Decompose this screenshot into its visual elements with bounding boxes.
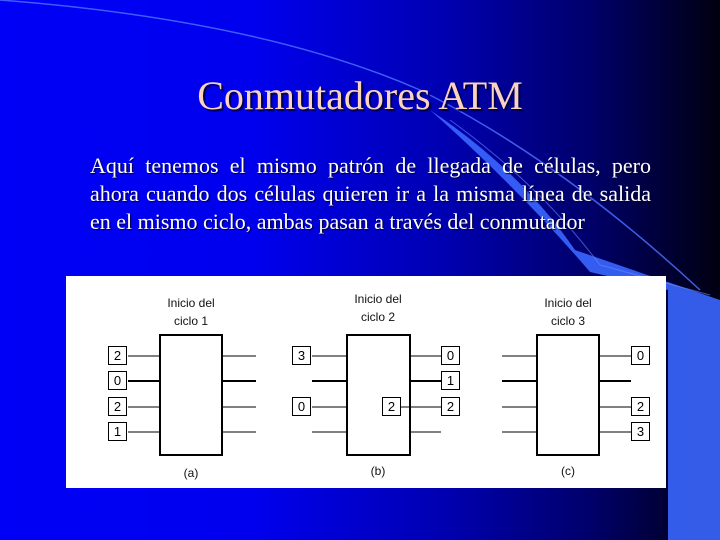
input-cell-b-1: 3	[292, 346, 311, 365]
output-cell-b-3: 2	[441, 397, 460, 416]
input-cell-a-2: 0	[108, 371, 127, 390]
switch-diagram-lines	[128, 334, 631, 456]
slide-body-text: Aquí tenemos el mismo patrón de llegada …	[90, 153, 651, 234]
caption-a: (a)	[183, 466, 199, 480]
arc-streak	[0, 0, 701, 291]
switch-b-graphic	[312, 334, 441, 456]
switch-diagram-figure: Inicio del ciclo 1 2 0 2 1 (a) Inicio de…	[66, 276, 666, 488]
swoosh-inner	[449, 119, 711, 296]
switch-c-graphic	[502, 334, 631, 456]
caption-c: (c)	[561, 464, 575, 478]
heading-b-line2: ciclo 2	[360, 310, 395, 324]
switch-a-graphic	[128, 334, 256, 456]
input-cell-b-3: 0	[292, 397, 311, 416]
output-cell-b-2: 1	[441, 371, 460, 390]
slide-title: Conmutadores ATM	[197, 73, 523, 118]
output-cell-b-1: 0	[441, 346, 460, 365]
caption-b: (b)	[370, 464, 386, 478]
heading-a-line2: ciclo 1	[173, 314, 208, 328]
input-cell-a-4: 1	[108, 422, 127, 441]
output-cell-c-4: 3	[631, 422, 650, 441]
swoosh-streak	[430, 110, 720, 540]
input-cell-a-1: 2	[108, 346, 127, 365]
heading-c-line2: ciclo 3	[550, 314, 585, 328]
output-cell-c-3: 2	[631, 397, 650, 416]
output-cell-c-1: 0	[631, 346, 650, 365]
heading-b-line1: Inicio del	[354, 292, 402, 306]
heading-a-line1: Inicio del	[167, 296, 215, 310]
input-cell-a-3: 2	[108, 397, 127, 416]
internal-cell-b: 2	[382, 397, 401, 416]
heading-c-line1: Inicio del	[544, 296, 592, 310]
